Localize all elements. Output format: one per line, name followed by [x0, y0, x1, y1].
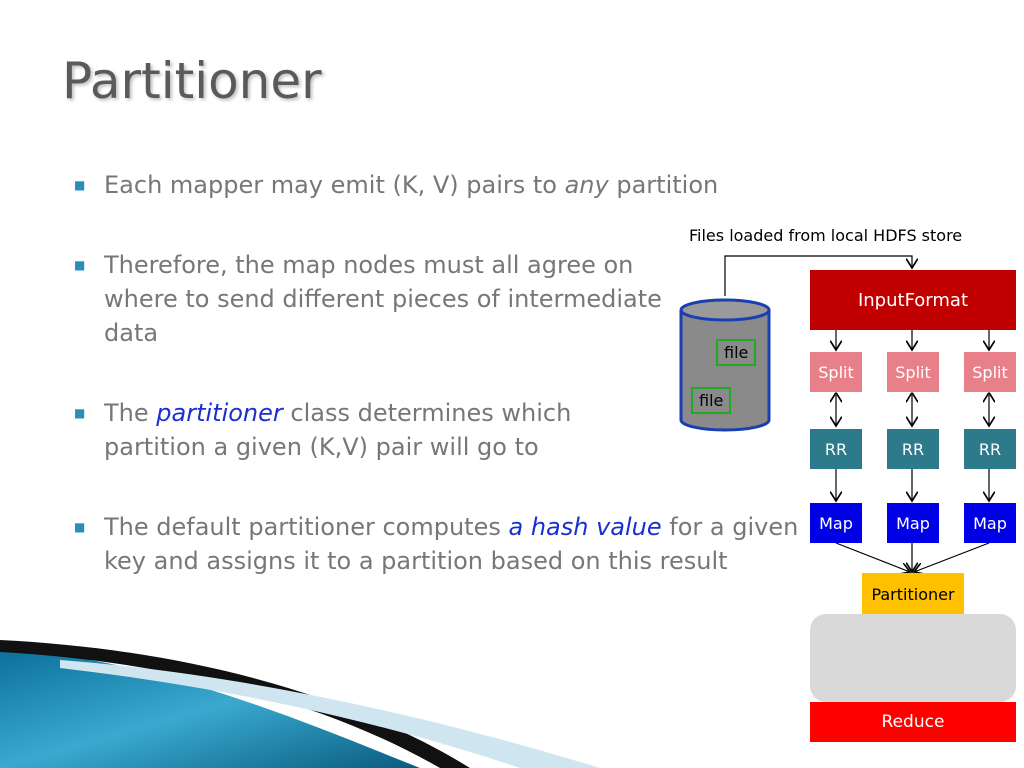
map-box: Map: [964, 503, 1016, 543]
bullet-item-any-partition: ■ Each mapper may emit (K, V) pairs to a…: [74, 168, 718, 202]
split-box: Split: [887, 352, 939, 392]
slide-title: Partitioner: [62, 52, 322, 110]
reduce-box: Reduce: [810, 702, 1016, 742]
record-reader-box: RR: [964, 429, 1016, 469]
map-box: Map: [810, 503, 862, 543]
split-box: Split: [964, 352, 1016, 392]
split-box: Split: [810, 352, 862, 392]
bullet-text: The partitioner class determines which p…: [104, 399, 572, 461]
partitioner-box: Partitioner: [862, 573, 964, 615]
diagram-caption: Files loaded from local HDFS store: [689, 226, 963, 245]
bullet-square-icon: ■: [74, 258, 86, 272]
bullet-text: The default partitioner computes a hash …: [104, 513, 799, 575]
bullet-item-map-nodes: ■ Therefore, the map nodes must all agre…: [74, 248, 714, 350]
record-reader-box: RR: [887, 429, 939, 469]
bullet-text: Therefore, the map nodes must all agree …: [104, 251, 662, 347]
map-box: Map: [887, 503, 939, 543]
reduce-phase-placeholder: [810, 614, 1016, 702]
bullet-square-icon: ■: [74, 178, 86, 192]
record-reader-box: RR: [810, 429, 862, 469]
bullet-item-hash-value: ■ The default partitioner computes a has…: [74, 510, 814, 578]
inputformat-box: InputFormat: [810, 270, 1016, 330]
bullet-text: Each mapper may emit (K, V) pairs to any…: [104, 171, 719, 199]
file-label: file: [691, 387, 732, 414]
bullet-item-partitioner-class: ■ The partitioner class determines which…: [74, 396, 654, 464]
bullet-square-icon: ■: [74, 520, 86, 534]
bullet-square-icon: ■: [74, 406, 86, 420]
file-label: file: [716, 339, 757, 366]
